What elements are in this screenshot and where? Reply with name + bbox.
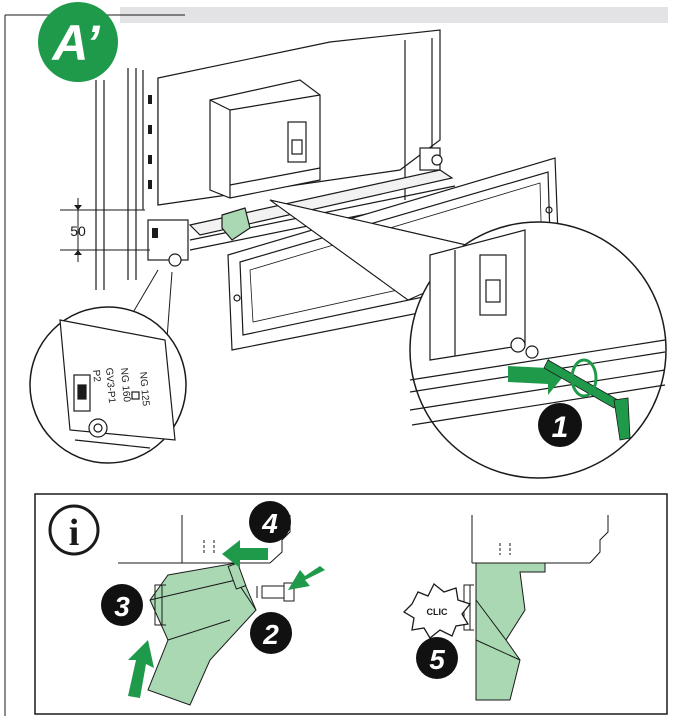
step-1-marker: 1: [538, 403, 582, 447]
clip-locked-diagram: [463, 515, 609, 701]
arrow-step-3-icon: [128, 640, 154, 698]
clic-label: CLIC: [427, 607, 448, 617]
step-2-marker: 2: [250, 612, 292, 654]
dimension-value: 50: [70, 223, 86, 239]
zoom-label-p2: P2: [90, 369, 102, 383]
clip-insertion-diagram: [118, 515, 295, 706]
arrow-step-4-icon: [222, 540, 268, 568]
allen-key-icon: [543, 359, 631, 441]
zoom-label-ng125: NG 125: [137, 371, 151, 407]
step-1-label: 1: [552, 411, 569, 444]
step-5-marker: 5: [416, 637, 458, 679]
step-3-marker: 3: [101, 584, 143, 626]
zoom-label-gv3: GV3-P1: [103, 367, 117, 404]
arrow-step-2-icon: [288, 566, 325, 590]
step-3-label: 3: [114, 591, 130, 622]
info-icon-glyph: i: [69, 512, 80, 554]
zoom-circle-left: NG 125 NG 160 GV3-P1 P2: [29, 306, 187, 464]
zoom-circle-right: [409, 221, 667, 479]
info-icon: i: [48, 504, 100, 556]
clic-burst-icon: CLIC: [402, 582, 472, 639]
zoom-label-ng160: NG 160: [118, 367, 132, 403]
step-5-label: 5: [429, 644, 445, 675]
step-2-label: 2: [262, 619, 279, 650]
step-4-label: 4: [261, 508, 278, 539]
step-4-marker: 4: [249, 501, 291, 543]
step-badge-label: A’: [50, 15, 100, 71]
step-badge: A’: [38, 2, 118, 82]
info-panel: i 4 3: [34, 493, 668, 715]
dimension-marker: [60, 198, 150, 262]
